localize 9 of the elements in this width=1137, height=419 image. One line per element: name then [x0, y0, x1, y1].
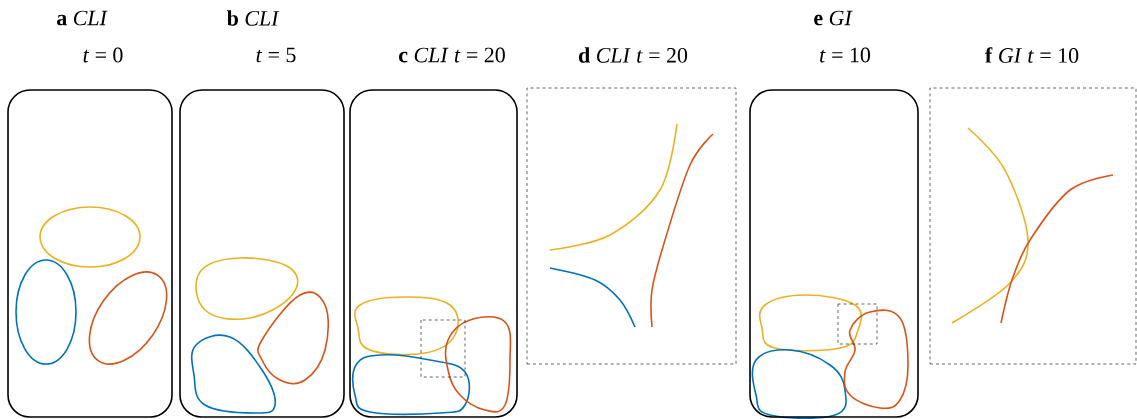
panel-title: t = 0 — [83, 47, 123, 63]
panel-title: d CLI t = 20 — [578, 47, 688, 63]
panel-title: t = 10 — [820, 47, 871, 63]
panel-title: c CLI t = 20 — [399, 47, 505, 63]
panel-title: f GI t = 10 — [985, 47, 1079, 63]
panel-title: t = 5 — [256, 47, 296, 63]
panel-title: b CLI — [226, 10, 280, 26]
panel-title: a CLI — [57, 10, 108, 26]
panel-title: e GI — [814, 10, 853, 26]
